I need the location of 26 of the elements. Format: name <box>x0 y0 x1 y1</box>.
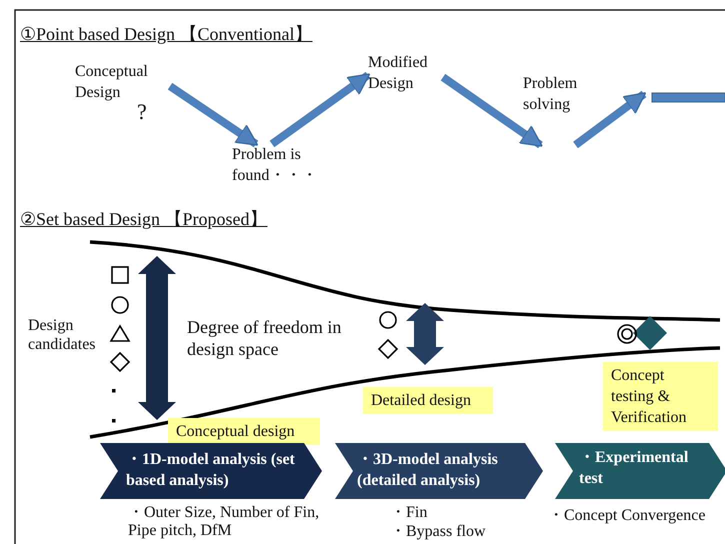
section-heading: ②Set based Design 【Proposed】 <box>20 210 268 229</box>
bullet-text: ・Outer Size, Number of Fin, Pipe pitch, DfM <box>128 504 320 540</box>
block-arrow <box>270 72 370 148</box>
block-arrow <box>573 90 646 148</box>
phase-label: Conceptual design <box>168 418 320 445</box>
step-title: ・1D-model analysis (set based analysis) <box>125 450 296 491</box>
axis-caption: Degree of freedom in design space <box>187 316 342 360</box>
section-heading: ①Point based Design 【Conventional】 <box>20 25 314 44</box>
chevron-step <box>335 443 543 499</box>
chevron-step <box>100 443 322 499</box>
axis-caption: Design candidates <box>28 316 97 354</box>
bullet-text: ・Bypass flow <box>390 523 487 541</box>
step-text: Problem is found・・・ <box>232 144 312 186</box>
step-text: Modified Design <box>368 52 443 94</box>
phase-label: Concept testing & Verification <box>603 362 718 431</box>
phase-label: Detailed design <box>363 387 493 414</box>
step-text: Problem solving <box>523 73 593 145</box>
bullet-text: ・Fin <box>390 504 428 522</box>
step-text: Conceptual Design <box>75 61 170 103</box>
chevron-step <box>555 443 725 499</box>
block-arrow <box>168 82 258 148</box>
step-title: ・Experimental test <box>578 448 690 489</box>
block-arrow <box>440 74 543 148</box>
step-title: ・3D-model analysis (detailed analysis) <box>356 450 499 491</box>
question-mark: ? <box>137 102 148 121</box>
bullet-text: ・Concept Convergence <box>548 507 706 525</box>
